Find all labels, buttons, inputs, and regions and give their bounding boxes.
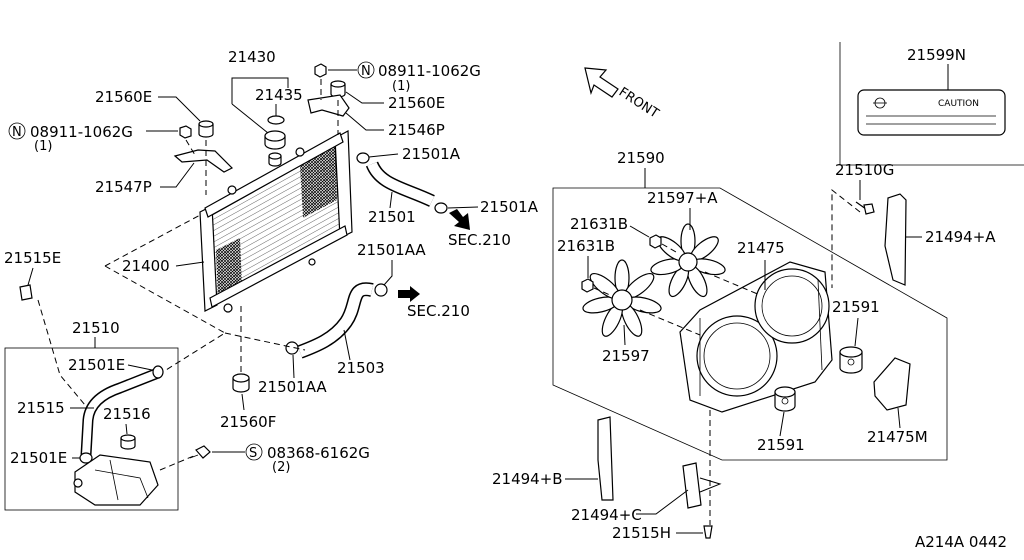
label-radiator-cap[interactable]: 21430 xyxy=(228,48,276,66)
bracket-left-icon xyxy=(173,149,234,173)
fan-assembly-outline xyxy=(552,187,948,461)
label-clamp-lower-a[interactable]: 21501AA xyxy=(357,241,426,259)
label-sec-upper[interactable]: SEC.210 xyxy=(448,231,511,249)
bolt-right-icon xyxy=(330,80,346,98)
label-motor-upper[interactable]: 21591 xyxy=(832,298,880,316)
label-radiator[interactable]: 21400 xyxy=(122,257,170,275)
nut-top-icon xyxy=(314,63,327,78)
label-hose-upper[interactable]: 21501 xyxy=(368,208,416,226)
label-clamp-res-bottom[interactable]: 21501E xyxy=(10,449,67,467)
label-cap-seal[interactable]: 21435 xyxy=(255,86,303,104)
nut-icon xyxy=(581,278,594,293)
nut-left-qty: (1) xyxy=(34,139,52,154)
clamp-icon xyxy=(374,283,388,297)
label-hose-reservoir[interactable]: 21515 xyxy=(17,399,65,417)
clamp-icon xyxy=(285,341,299,355)
fan-icon xyxy=(582,259,662,337)
radiator-cap-icon xyxy=(264,130,286,167)
clamp-icon xyxy=(434,202,448,214)
clamp-icon xyxy=(356,152,370,164)
screw-icon xyxy=(189,445,211,459)
label-clamp-upper-b[interactable]: 21501A xyxy=(480,198,539,216)
label-fan[interactable]: 21597 xyxy=(602,347,650,365)
label-motor-lower[interactable]: 21591 xyxy=(757,436,805,454)
label-screw[interactable]: 08368-6162G xyxy=(267,444,370,462)
bracket-right-icon xyxy=(307,94,350,117)
bolt-left-icon xyxy=(198,120,214,138)
shroud-lower-icon xyxy=(873,357,911,411)
label-seal-b[interactable]: 21494+B xyxy=(492,470,563,488)
label-clamp-res-top[interactable]: 21501E xyxy=(68,356,125,374)
label-shroud[interactable]: 21475 xyxy=(737,239,785,257)
motor-lower-icon xyxy=(774,386,796,412)
label-sec-lower[interactable]: SEC.210 xyxy=(407,302,470,320)
clamp-icon xyxy=(152,365,164,379)
bolt-icon xyxy=(855,201,875,215)
label-nut-left[interactable]: 08911-1062G xyxy=(30,123,133,141)
label-reservoir-assy[interactable]: 21510 xyxy=(72,319,120,337)
diagram-code: A214A 0442 xyxy=(915,533,1007,551)
n-symbol-circle xyxy=(8,122,26,140)
reservoir-tank-icon xyxy=(73,454,159,506)
nut-top-qty: (1) xyxy=(392,79,410,94)
seal-a-icon xyxy=(884,193,907,286)
screw-symbol: S xyxy=(249,446,257,461)
label-bracket-left[interactable]: 21547P xyxy=(95,178,152,196)
label-seal-a[interactable]: 21494+A xyxy=(925,228,996,246)
nut-left-symbol: N xyxy=(12,125,22,140)
label-bolt-right[interactable]: 21560E xyxy=(388,94,445,112)
label-nut-top[interactable]: 08911-1062G xyxy=(378,62,481,80)
label-bolt-left[interactable]: 21560E xyxy=(95,88,152,106)
seal-c-icon xyxy=(682,462,702,509)
front-arrow-icon: FRONT xyxy=(584,67,661,122)
reservoir-box xyxy=(4,347,179,511)
label-fan-assy[interactable]: 21590 xyxy=(617,149,665,167)
nut-left-icon xyxy=(179,125,192,139)
label-seal-c[interactable]: 21494+C xyxy=(571,506,642,524)
shroud-icon xyxy=(679,261,833,413)
s-symbol-circle xyxy=(245,443,263,461)
caution-plate-frame xyxy=(839,42,1024,166)
nut-top-symbol: N xyxy=(361,64,371,79)
label-nut-a[interactable]: 21631B xyxy=(570,215,628,233)
label-reservoir-clip[interactable]: 21515E xyxy=(4,249,61,267)
n-symbol-circle xyxy=(357,61,375,79)
clip-icon xyxy=(703,525,713,539)
caution-plate-icon: CAUTION xyxy=(857,89,1006,136)
front-label: FRONT xyxy=(616,85,661,122)
label-clamp-lower-b[interactable]: 21501AA xyxy=(258,378,327,396)
clip-icon xyxy=(19,284,33,301)
arrow-right-icon xyxy=(449,209,470,230)
label-caution-plate[interactable]: 21599N xyxy=(907,46,966,64)
lower-hose-icon xyxy=(297,282,374,359)
label-nut-b[interactable]: 21631B xyxy=(557,237,615,255)
fan-a-icon xyxy=(650,223,726,298)
arrow-right-icon xyxy=(398,286,420,302)
label-fan-a[interactable]: 21597+A xyxy=(647,189,718,207)
label-clip[interactable]: 21515H xyxy=(612,524,671,542)
reservoir-hose-icon xyxy=(80,367,161,456)
label-hose-lower[interactable]: 21503 xyxy=(337,359,385,377)
nut-icon xyxy=(649,234,662,249)
reservoir-cap-icon xyxy=(120,434,136,450)
screw-qty: (2) xyxy=(272,460,290,475)
seal-b-icon xyxy=(597,416,614,501)
label-bolt[interactable]: 21510G xyxy=(835,161,894,179)
cap-seal-icon xyxy=(267,115,285,125)
caution-text: CAUTION xyxy=(938,99,979,109)
label-reservoir-cap[interactable]: 21516 xyxy=(103,405,151,423)
motor-upper-icon xyxy=(839,346,863,374)
label-shroud-lower[interactable]: 21475M xyxy=(867,428,928,446)
radiator-drawing xyxy=(199,130,353,313)
label-mount[interactable]: 21560F xyxy=(220,413,276,431)
label-bracket-right[interactable]: 21546P xyxy=(388,121,445,139)
label-clamp-upper-a[interactable]: 21501A xyxy=(402,145,461,163)
mount-icon xyxy=(232,373,250,393)
upper-hose-icon xyxy=(365,161,435,207)
